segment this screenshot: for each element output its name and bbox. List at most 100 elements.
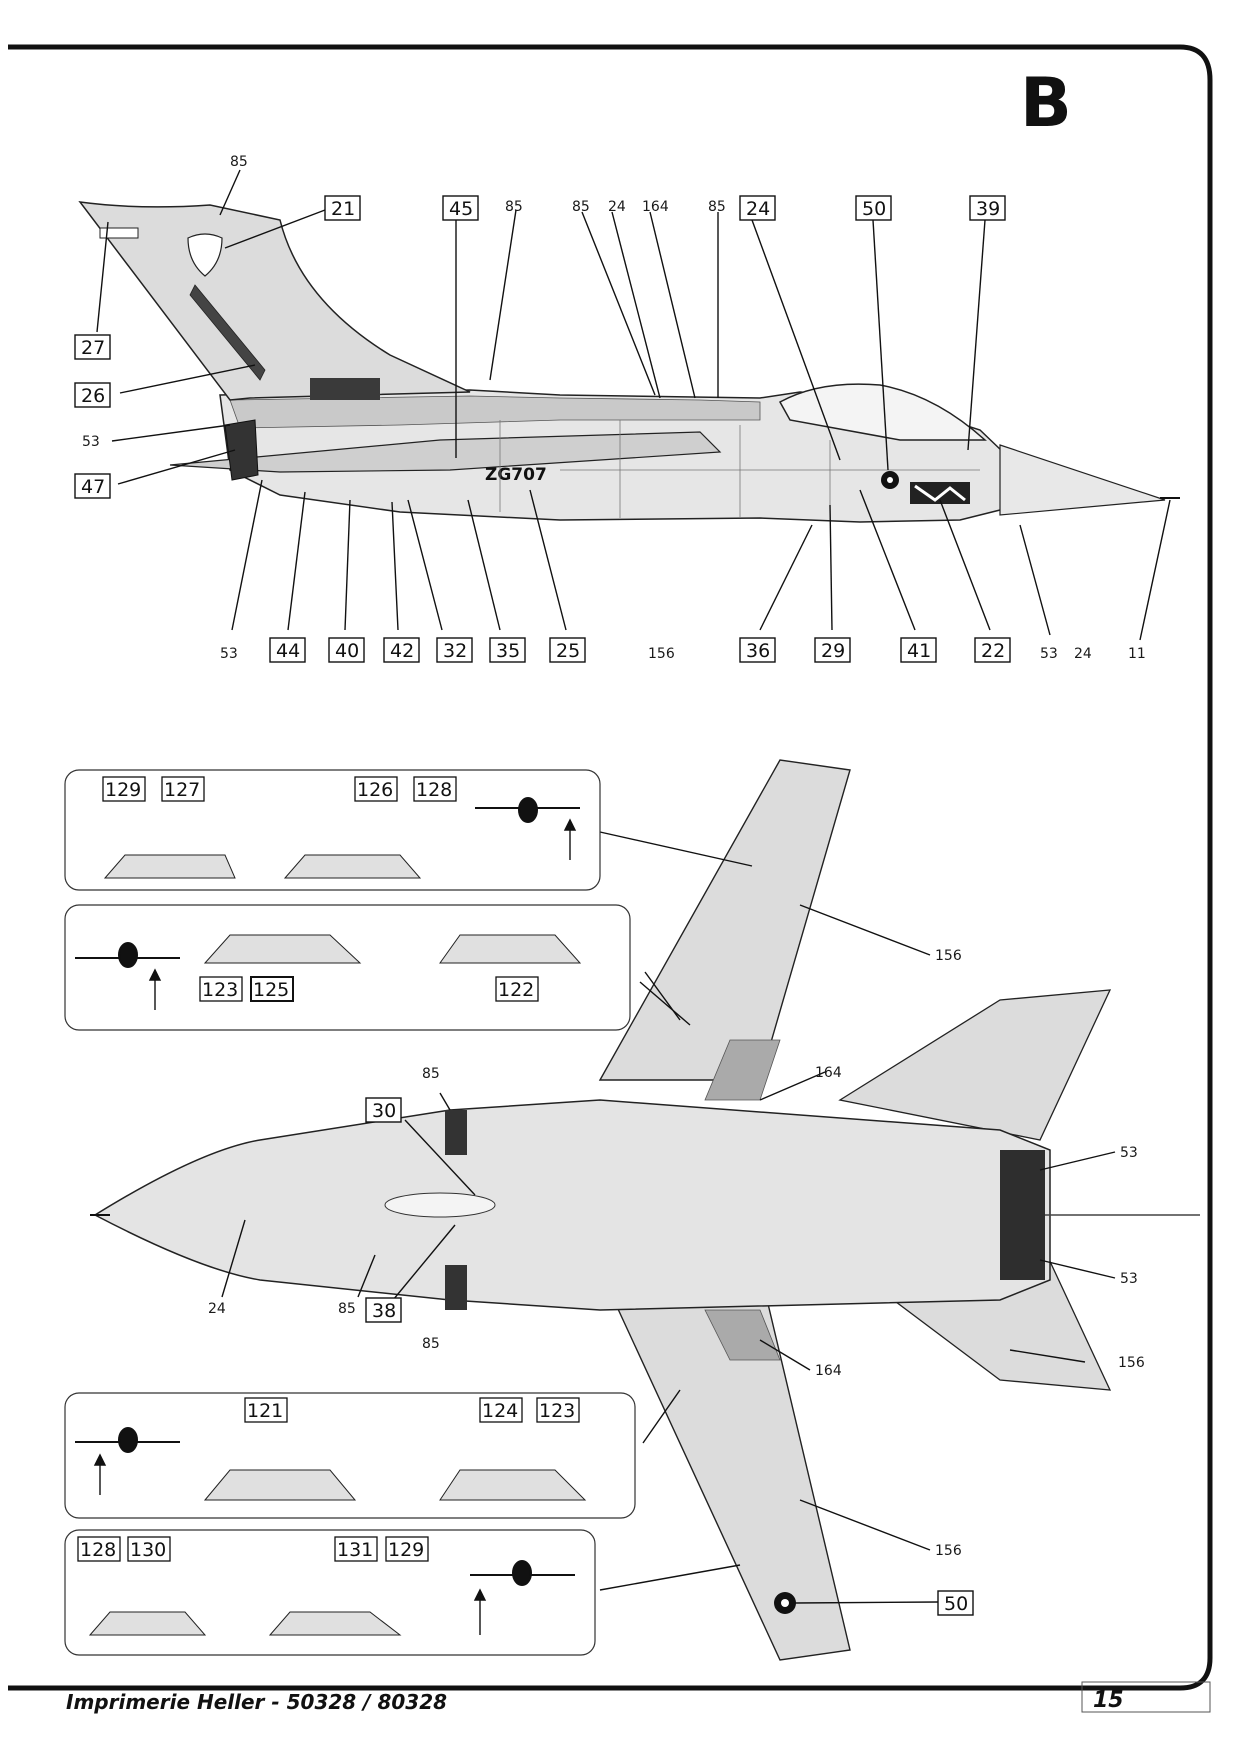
callout-85: 85 (708, 199, 726, 215)
variant-letter: B (1020, 64, 1072, 143)
radome (999, 444, 1166, 516)
callout-box (814, 637, 851, 663)
page-number-box (1081, 1681, 1211, 1713)
callout-40: 40 (335, 640, 359, 662)
callout-127: 127 (164, 779, 200, 801)
lower-intake (445, 1265, 467, 1310)
wing-root-band-lower (704, 1309, 781, 1361)
callout-129: 129 (105, 779, 141, 801)
pylon-panel-frame-2 (64, 904, 631, 1031)
page-frame (8, 44, 1213, 1691)
callout-128: 128 (80, 1539, 116, 1561)
callout-box (74, 334, 111, 360)
callout-27: 27 (81, 337, 105, 359)
plan-view-leaders (221, 831, 1116, 1604)
callout-122: 122 (498, 979, 534, 1001)
callout-24: 24 (608, 199, 626, 215)
callout-box (489, 637, 526, 663)
squadron-bar (910, 482, 970, 504)
callout-123: 123 (539, 1400, 575, 1422)
plan-view-aircraft (90, 759, 1200, 1661)
callout-24: 24 (1074, 646, 1092, 662)
callout-box (127, 1536, 171, 1562)
fin-dark-panel (189, 284, 266, 381)
callout-box (739, 195, 776, 221)
callout-128: 128 (416, 779, 452, 801)
callout-32: 32 (443, 640, 467, 662)
callout-box (900, 637, 937, 663)
callout-131: 131 (337, 1539, 373, 1561)
callout-42: 42 (390, 640, 414, 662)
callout-53: 53 (82, 434, 100, 450)
callout-box (365, 1097, 402, 1123)
callout-box (442, 195, 479, 221)
callout-box (334, 1536, 378, 1562)
side-view-top-labels: 85 21 45 85 85 24 164 85 24 50 39 (230, 154, 1006, 221)
roundel-centre (887, 477, 893, 483)
callout-39: 39 (976, 198, 1000, 220)
callout-box (244, 1397, 288, 1423)
callout-box (328, 637, 365, 663)
callout-50: 50 (862, 198, 886, 220)
callout-156: 156 (935, 1543, 962, 1559)
callout-45: 45 (449, 198, 473, 220)
callout-box (969, 195, 1006, 221)
callout-24: 24 (208, 1301, 226, 1317)
pylon-panel-frame-3 (64, 1392, 636, 1519)
callout-121: 121 (247, 1400, 283, 1422)
upper-wing (598, 759, 851, 1081)
callout-30: 30 (372, 1100, 396, 1122)
callout-129: 129 (388, 1539, 424, 1561)
callout-53: 53 (1120, 1145, 1138, 1161)
callout-130: 130 (130, 1539, 166, 1561)
callout-box (354, 776, 398, 802)
callout-box (250, 976, 294, 1002)
callout-22: 22 (981, 640, 1005, 662)
plan-canopy (384, 1192, 496, 1218)
callout-25: 25 (556, 640, 580, 662)
callout-box (161, 776, 205, 802)
callout-box (536, 1397, 580, 1423)
callout-box (385, 1536, 429, 1562)
callout-123: 123 (202, 979, 238, 1001)
callout-85: 85 (422, 1336, 440, 1352)
callout-44: 44 (276, 640, 300, 662)
callout-box (199, 976, 243, 1002)
page-number: 15 (1093, 1688, 1124, 1713)
callout-box (436, 637, 473, 663)
callout-156: 156 (935, 948, 962, 964)
callout-box (937, 1590, 974, 1616)
callout-11: 11 (1128, 646, 1146, 662)
engine-exhaust (1000, 1150, 1045, 1280)
callout-164: 164 (815, 1363, 842, 1379)
upper-tailplane (838, 989, 1112, 1141)
callout-164: 164 (642, 199, 669, 215)
callout-85: 85 (572, 199, 590, 215)
plan-fuselage (93, 1099, 1051, 1311)
side-view-leaders (96, 169, 1171, 641)
callout-box (413, 776, 457, 802)
callout-53: 53 (220, 646, 238, 662)
callout-50: 50 (944, 1593, 968, 1615)
callout-box (739, 637, 776, 663)
panel-lines (499, 420, 980, 520)
serial-number: ZG707 (485, 465, 547, 485)
callout-26: 26 (81, 385, 105, 407)
front-view-silhouettes (75, 797, 580, 1586)
callout-box (855, 195, 892, 221)
side-view-aircraft: ZG707 (78, 201, 1180, 523)
callout-53: 53 (1040, 646, 1058, 662)
callout-box (383, 637, 420, 663)
pylon-panel-frame-1 (64, 769, 601, 891)
upper-intake (445, 1110, 467, 1155)
exhaust (224, 419, 259, 481)
callout-85: 85 (338, 1301, 356, 1317)
fin-tip-light (99, 227, 139, 239)
callout-47: 47 (81, 476, 105, 498)
callout-box (77, 1536, 121, 1562)
callout-box (324, 195, 361, 221)
squadron-chevron (914, 484, 966, 502)
fin-badge (187, 233, 223, 277)
footer-printer: Imprimerie Heller - 50328 / 80328 (66, 1690, 448, 1714)
callout-box (549, 637, 586, 663)
